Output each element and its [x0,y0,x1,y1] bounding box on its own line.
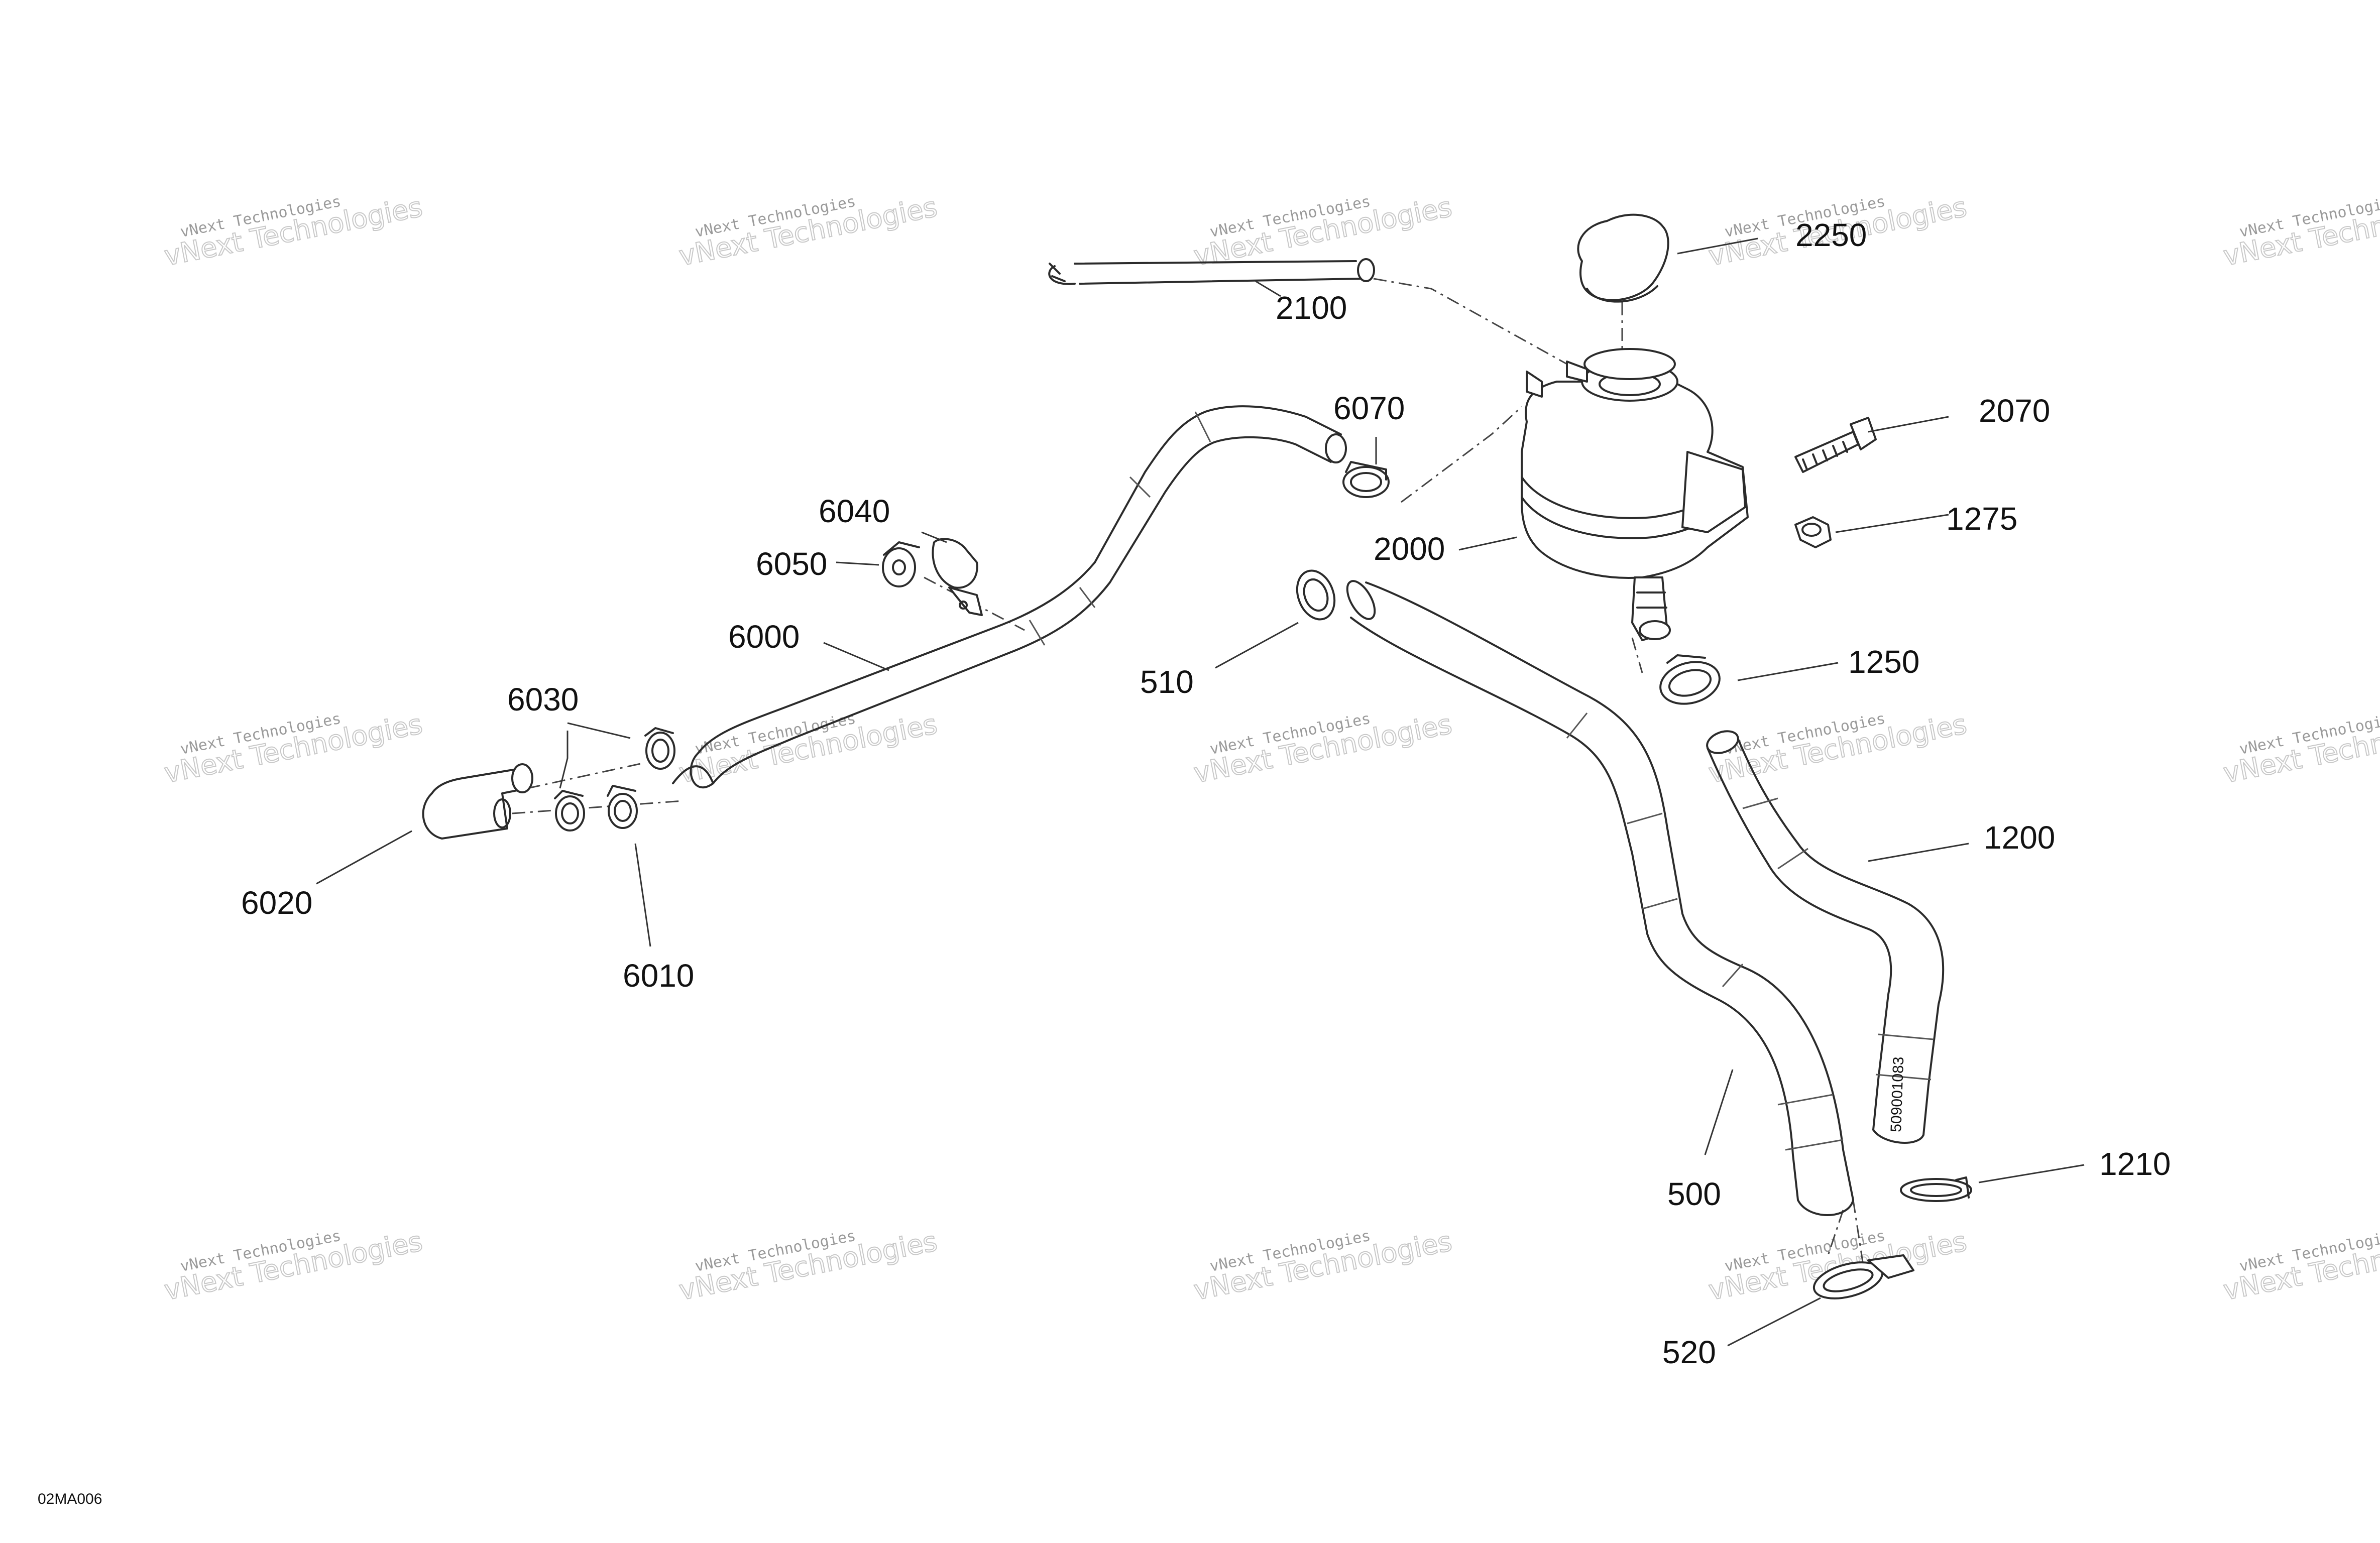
callout-labels: 2250 2100 2070 6070 1275 6040 2000 6050 … [241,217,2171,1370]
leader-6030 [559,731,569,789]
callout-510: 510 [1140,664,1194,700]
part-520-clamp [1812,1254,1914,1299]
assembly-line [512,800,684,814]
part-2070-bolt [1794,417,1877,473]
part-6070-clamp [1342,461,1390,498]
callout-1200: 1200 [1984,819,2055,856]
part-6000-long-hose [672,405,1347,788]
part-500-large-hose [1346,580,1854,1216]
callout-2070: 2070 [1979,393,2050,429]
watermark: vNext Technologies vNext Technologies [2220,190,2380,272]
part-510-clamp [1296,569,1336,621]
part-6010-clamp [607,785,638,829]
watermark: vNext Technologies vNext Technologies [1191,190,1455,272]
watermark: vNext Technologies vNext Technologies [1706,707,1970,789]
callout-2250: 2250 [1795,217,1867,253]
drawing-reference: 02MA006 [38,1491,102,1507]
part-6030-clamp-a [644,727,675,770]
callout-6010: 6010 [623,958,694,994]
callout-1275: 1275 [1946,501,2017,537]
watermark-layer: vNext Technologies vNext Technologies vN… [161,190,2380,1307]
callout-6070: 6070 [1333,390,1405,426]
assembly-line [1827,1210,1844,1256]
leader-1275 [1835,514,1949,533]
assembly-line [1373,278,1567,365]
callout-2100: 2100 [1276,290,1347,326]
leader-6010 [634,843,651,947]
callout-1210: 1210 [2099,1146,2171,1182]
watermark: vNext Technologies vNext Technologies [2220,1225,2380,1307]
watermark: vNext Technologies vNext Technologies [1191,1225,1455,1307]
leader-520 [1727,1297,1821,1347]
watermark: vNext Technologies vNext Technologies [1191,707,1455,789]
leader-6040 [921,531,947,543]
hose-marking: 509001083 [1888,1056,1907,1132]
part-1200-return-hose: 509001083 [1706,730,1945,1144]
callout-2000: 2000 [1374,531,1445,567]
assembly-line [1631,637,1643,673]
leader-6050 [836,561,879,566]
part-2250-reservoir-cap [1577,213,1669,303]
watermark: vNext Technologies vNext Technologies [676,1225,940,1307]
callout-6020: 6020 [241,885,312,921]
leader-2000 [1458,536,1517,551]
leader-500 [1704,1069,1734,1155]
callout-6000: 6000 [728,619,800,655]
watermark: vNext Technologies vNext Technologies [161,190,425,272]
part-6030-clamp-b [554,790,585,832]
watermark: vNext Technologies vNext Technologies [161,1225,425,1307]
leader-lines [316,238,2085,1347]
leader-2100 [1255,280,1281,297]
leader-1210 [1978,1164,2085,1183]
leader-2250 [1677,238,1758,255]
assembly-line [527,762,643,789]
watermark: vNext Technologies vNext Technologies [676,707,940,789]
callout-6040: 6040 [819,493,890,529]
leader-6030-b [567,722,631,739]
watermark: vNext Technologies vNext Technologies [2220,707,2380,789]
assembly-line [1401,406,1523,503]
part-1275-nut [1794,516,1832,548]
part-6040-bracket [932,538,983,616]
part-2000-expansion-tank [1521,348,1749,641]
callout-520: 520 [1662,1334,1716,1370]
callout-6050: 6050 [756,546,827,582]
leader-1200 [1868,843,1969,862]
leader-6020 [316,830,412,885]
leader-6000 [823,642,889,671]
part-2100-vent-hose [1048,258,1375,285]
watermark: vNext Technologies vNext Technologies [161,707,425,789]
callout-1250: 1250 [1848,644,1919,680]
leader-1250 [1737,662,1839,681]
part-1250-clamp [1659,654,1721,705]
watermark: vNext Technologies vNext Technologies [676,190,940,272]
leader-510 [1215,622,1299,669]
callout-6030: 6030 [507,681,579,718]
part-6050-grommet [882,541,920,587]
leader-2070 [1868,416,1949,433]
callout-500: 500 [1667,1176,1721,1212]
part-6020-elbow-hose [422,763,533,840]
assembly-line [1852,1200,1864,1266]
part-1210-clamp [1900,1176,1972,1202]
